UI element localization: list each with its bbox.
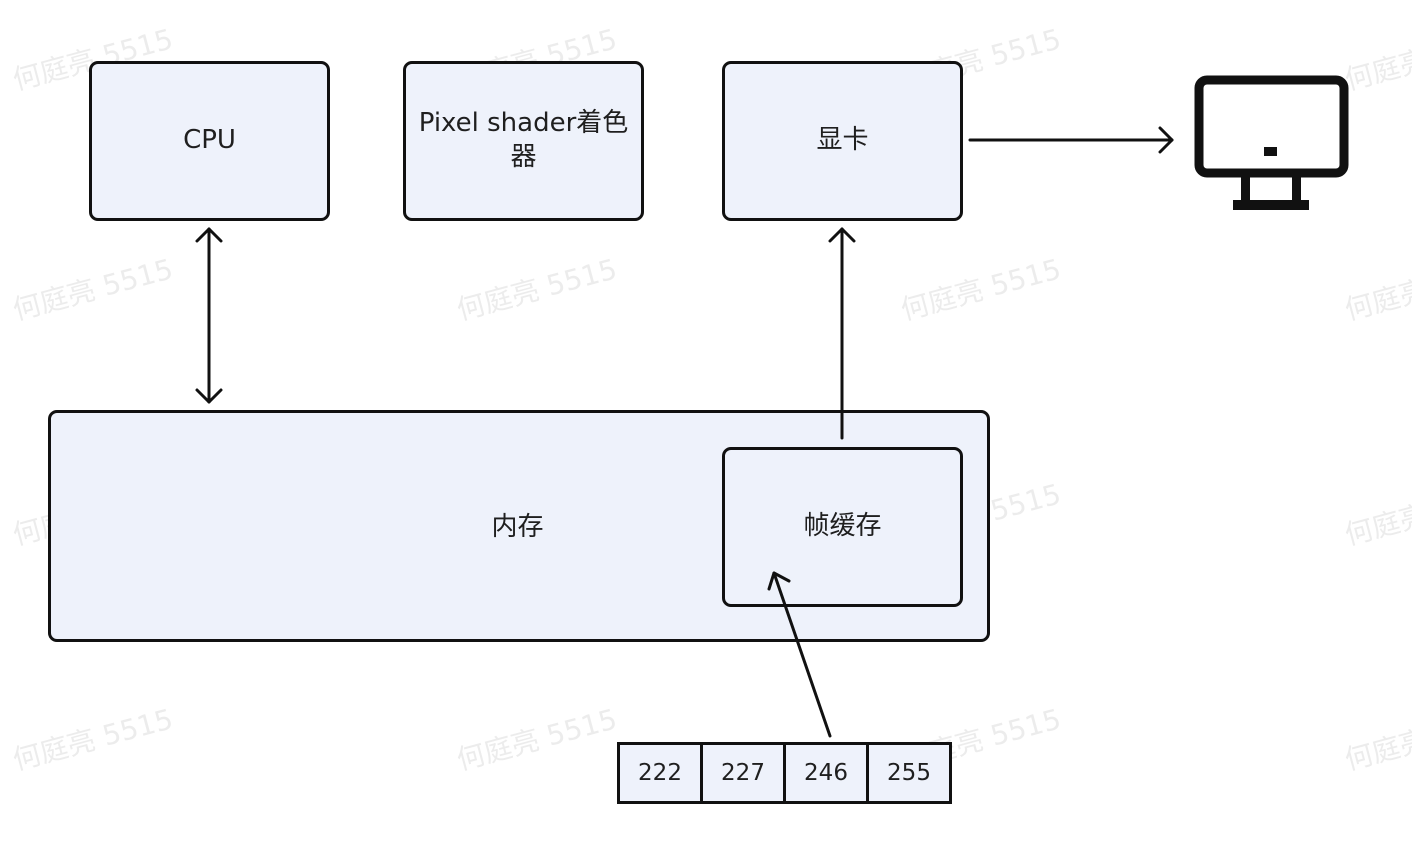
cpu-memory-arrow (195, 227, 223, 404)
pixel-value-cell: 246 (783, 742, 869, 804)
framebuffer-node: 帧缓存 (722, 447, 963, 607)
memory-label: 内存 (491, 512, 544, 542)
monitor-icon (1194, 75, 1349, 210)
watermark: 何庭亮 5515 (1341, 702, 1412, 777)
pixel-value-row: 222 227 246 255 (617, 742, 952, 804)
watermark: 何庭亮 5515 (1341, 477, 1412, 552)
cpu-node: CPU (89, 61, 330, 221)
framebuffer-to-gpu-arrow (828, 227, 856, 440)
watermark: 何庭亮 5515 (1341, 22, 1412, 97)
gpu-label: 显卡 (816, 125, 869, 156)
cpu-label: CPU (183, 125, 236, 156)
pixel-shader-label: Pixel shader着色器 (418, 108, 629, 172)
watermark: 何庭亮 5515 (9, 252, 177, 327)
gpu-node: 显卡 (722, 61, 963, 221)
watermark: 何庭亮 5515 (897, 252, 1065, 327)
framebuffer-label: 帧缓存 (803, 511, 882, 542)
pixel-shader-node: Pixel shader着色器 (403, 61, 644, 221)
pixel-value-cell: 255 (866, 742, 952, 804)
watermark: 何庭亮 5515 (453, 702, 621, 777)
pixel-value-cell: 227 (700, 742, 786, 804)
watermark: 何庭亮 5515 (9, 702, 177, 777)
gpu-to-display-arrow (968, 126, 1174, 154)
watermark: 何庭亮 5515 (1341, 252, 1412, 327)
watermark: 何庭亮 5515 (453, 252, 621, 327)
pixel-value-cell: 222 (617, 742, 703, 804)
